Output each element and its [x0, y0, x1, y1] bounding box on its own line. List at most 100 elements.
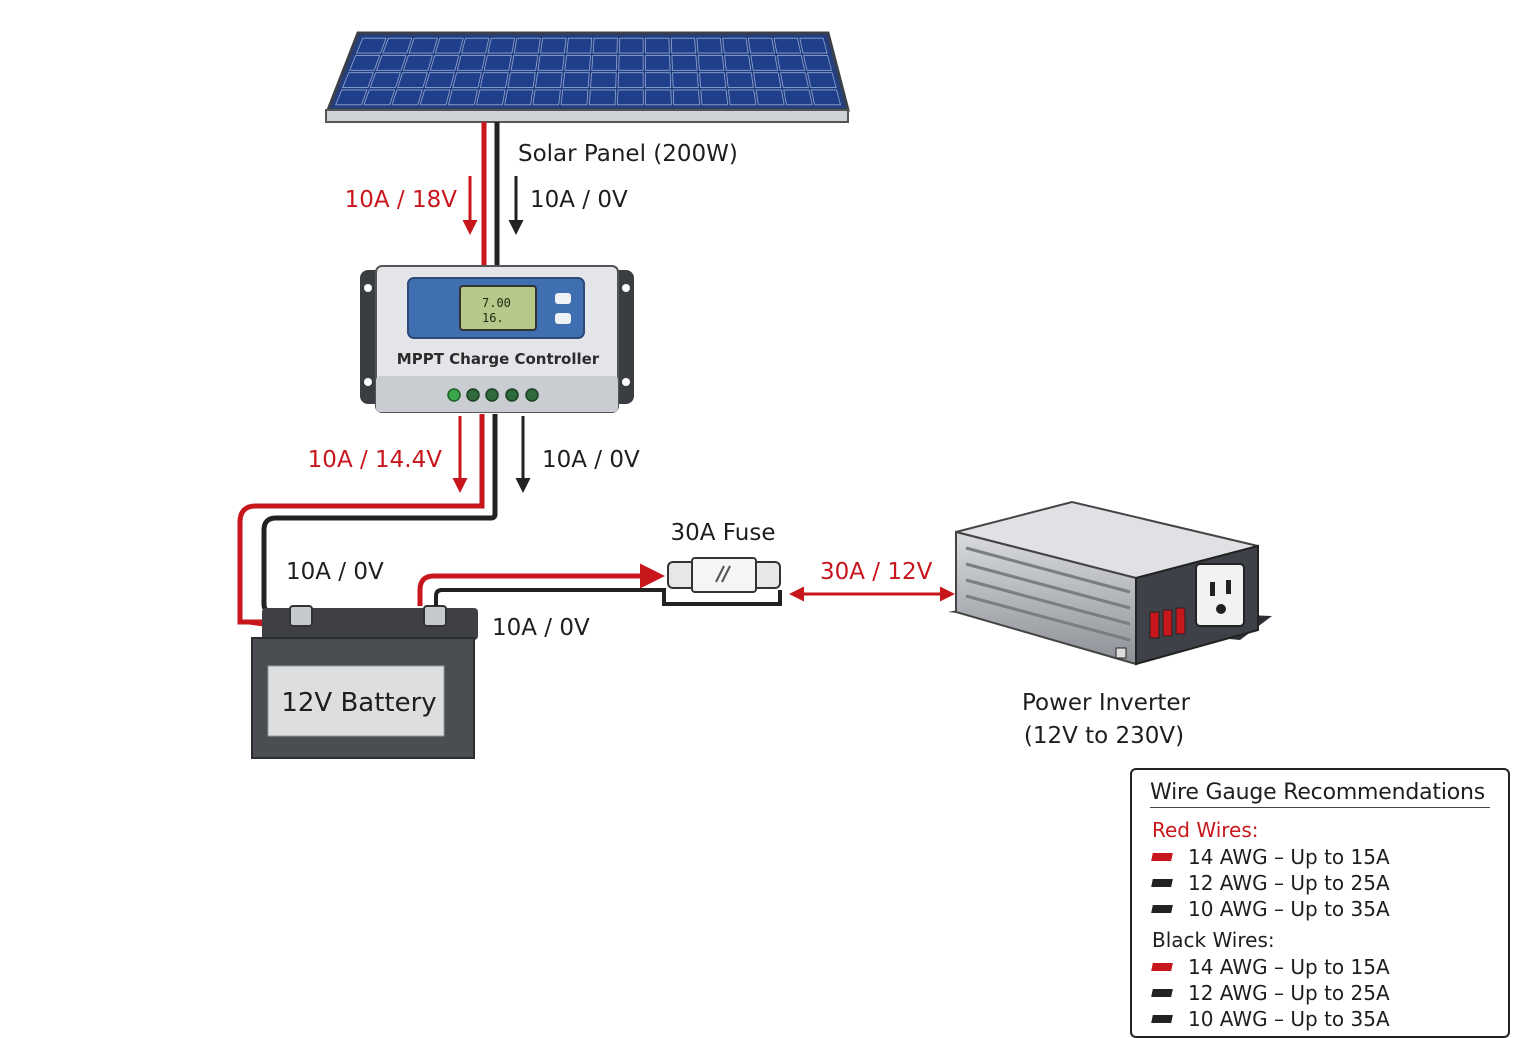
- solar-cell: [753, 72, 782, 88]
- legend-row: 14 AWG – Up to 15A: [1151, 844, 1508, 870]
- solar-cell: [645, 89, 672, 106]
- controller-button-up[interactable]: [555, 293, 571, 304]
- legend-black-title: Black Wires:: [1152, 928, 1275, 952]
- ac-outlet[interactable]: [1195, 563, 1245, 627]
- solar-cell: [799, 37, 828, 54]
- solar-cell: [699, 72, 727, 88]
- solar-cell: [376, 55, 407, 71]
- solar-cell: [618, 55, 644, 71]
- controller-status-leds: [447, 388, 539, 402]
- solar-cell: [402, 55, 433, 71]
- label-panel-neg: 10A / 0V: [530, 187, 628, 213]
- solar-cell: [755, 89, 785, 106]
- solar-cell: [424, 72, 455, 88]
- legend-row: 14 AWG – Up to 15A: [1151, 954, 1508, 980]
- charge-controller: 7.00 16. MPPT Charge Controller: [360, 265, 634, 413]
- solar-cell: [645, 72, 672, 88]
- solar-cell: [356, 37, 387, 54]
- solar-cell: [803, 55, 833, 71]
- solar-cell: [537, 55, 565, 71]
- solar-cell: [618, 37, 644, 54]
- solar-cell: [728, 89, 757, 106]
- solar-cell: [513, 37, 541, 54]
- label-inverter: 30A / 12V: [820, 559, 933, 585]
- legend-red-group: Red Wires: 14 AWG – Up to 15A 12 AWG – U…: [1151, 818, 1508, 922]
- solar-cell: [532, 89, 561, 106]
- solar-cell: [429, 55, 460, 71]
- legend-item: 12 AWG – Up to 25A: [1188, 871, 1390, 895]
- solar-cell: [510, 55, 539, 71]
- solar-cell: [724, 55, 752, 71]
- solar-cell: [564, 55, 591, 71]
- solar-cell: [617, 72, 644, 88]
- legend-title: Wire Gauge Recommendations: [1150, 780, 1490, 808]
- solar-cell: [562, 72, 590, 88]
- solar-cell: [617, 89, 644, 106]
- solar-cell: [540, 37, 567, 54]
- legend-red-title: Red Wires:: [1152, 818, 1259, 842]
- solar-panel: [325, 31, 850, 123]
- solar-cell: [591, 55, 618, 71]
- solar-cell: [447, 89, 478, 106]
- solar-cell: [590, 72, 617, 88]
- solar-panel-cells: [335, 37, 842, 106]
- legend-row: 10 AWG – Up to 35A: [1151, 896, 1508, 922]
- red-wire-swatch: [1151, 853, 1173, 861]
- solar-cell: [696, 37, 723, 54]
- battery: 12V Battery: [251, 605, 478, 759]
- inverter-switch-3[interactable]: [1175, 607, 1186, 635]
- solar-cell: [476, 89, 506, 106]
- solar-cell: [382, 37, 413, 54]
- solar-cell: [773, 37, 802, 54]
- solar-cell: [566, 37, 593, 54]
- solar-cell: [342, 72, 374, 88]
- battery-label: 12V Battery: [281, 688, 436, 718]
- power-inverter: Power Inverter (12V to 230V): [948, 500, 1272, 749]
- solar-cell: [349, 55, 381, 71]
- solar-cell: [487, 37, 516, 54]
- inverter-switch-2[interactable]: [1162, 609, 1173, 637]
- label-cc-neg: 10A / 0V: [542, 447, 640, 473]
- solar-cell: [419, 89, 451, 106]
- inverter-label-line-2: (12V to 230V): [1024, 723, 1184, 749]
- solar-cell: [483, 55, 512, 71]
- solar-cell: [560, 89, 589, 106]
- solar-cell: [750, 55, 779, 71]
- lcd-line-2: 16.: [482, 311, 504, 325]
- lcd-screen: [459, 285, 537, 331]
- solar-cell: [780, 72, 809, 88]
- solar-cell: [671, 55, 698, 71]
- solar-cell: [810, 89, 842, 106]
- fuse: 30A Fuse: [667, 520, 781, 593]
- solar-cell: [408, 37, 438, 54]
- battery-terminal-negative: [423, 605, 447, 627]
- legend-item: 10 AWG – Up to 35A: [1188, 897, 1390, 921]
- wires-battery-to-inverter: [417, 563, 955, 606]
- solar-cell: [363, 89, 396, 106]
- label-battery-neg-out: 10A / 0V: [492, 615, 590, 641]
- red-wire-swatch: [1151, 963, 1173, 971]
- solar-cell: [672, 89, 701, 106]
- black-wire-swatch: [1151, 905, 1173, 913]
- solar-cell: [588, 89, 617, 106]
- solar-cell: [670, 37, 697, 54]
- inverter-switch-1[interactable]: [1149, 611, 1160, 639]
- solar-cell: [592, 37, 618, 54]
- solar-cell: [335, 89, 368, 106]
- legend-black-group: Black Wires: 14 AWG – Up to 15A 12 AWG –…: [1151, 928, 1508, 1032]
- solar-cell: [434, 37, 464, 54]
- inverter-label-line-1: Power Inverter: [1022, 690, 1191, 716]
- solar-cell: [645, 55, 671, 71]
- solar-panel-label: Solar Panel (200W): [518, 141, 738, 167]
- controller-button-down[interactable]: [555, 313, 571, 324]
- legend-row: 10 AWG – Up to 35A: [1151, 1006, 1508, 1032]
- legend-item: 12 AWG – Up to 25A: [1188, 981, 1390, 1005]
- lcd-line-1: 7.00: [482, 296, 511, 310]
- solar-cell: [722, 37, 749, 54]
- solar-cell: [807, 72, 837, 88]
- legend-item: 14 AWG – Up to 15A: [1188, 955, 1390, 979]
- solar-cell: [645, 37, 670, 54]
- solar-cell: [452, 72, 482, 88]
